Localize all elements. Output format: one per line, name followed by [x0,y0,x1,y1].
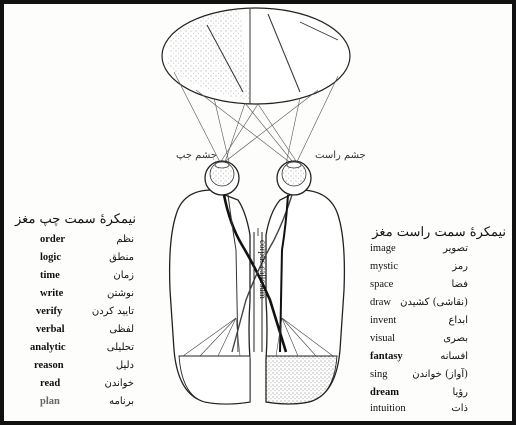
image-frame [0,0,516,425]
page: جشم جپ جشم راست corpus callosum نیمکرهٔ … [0,0,516,425]
